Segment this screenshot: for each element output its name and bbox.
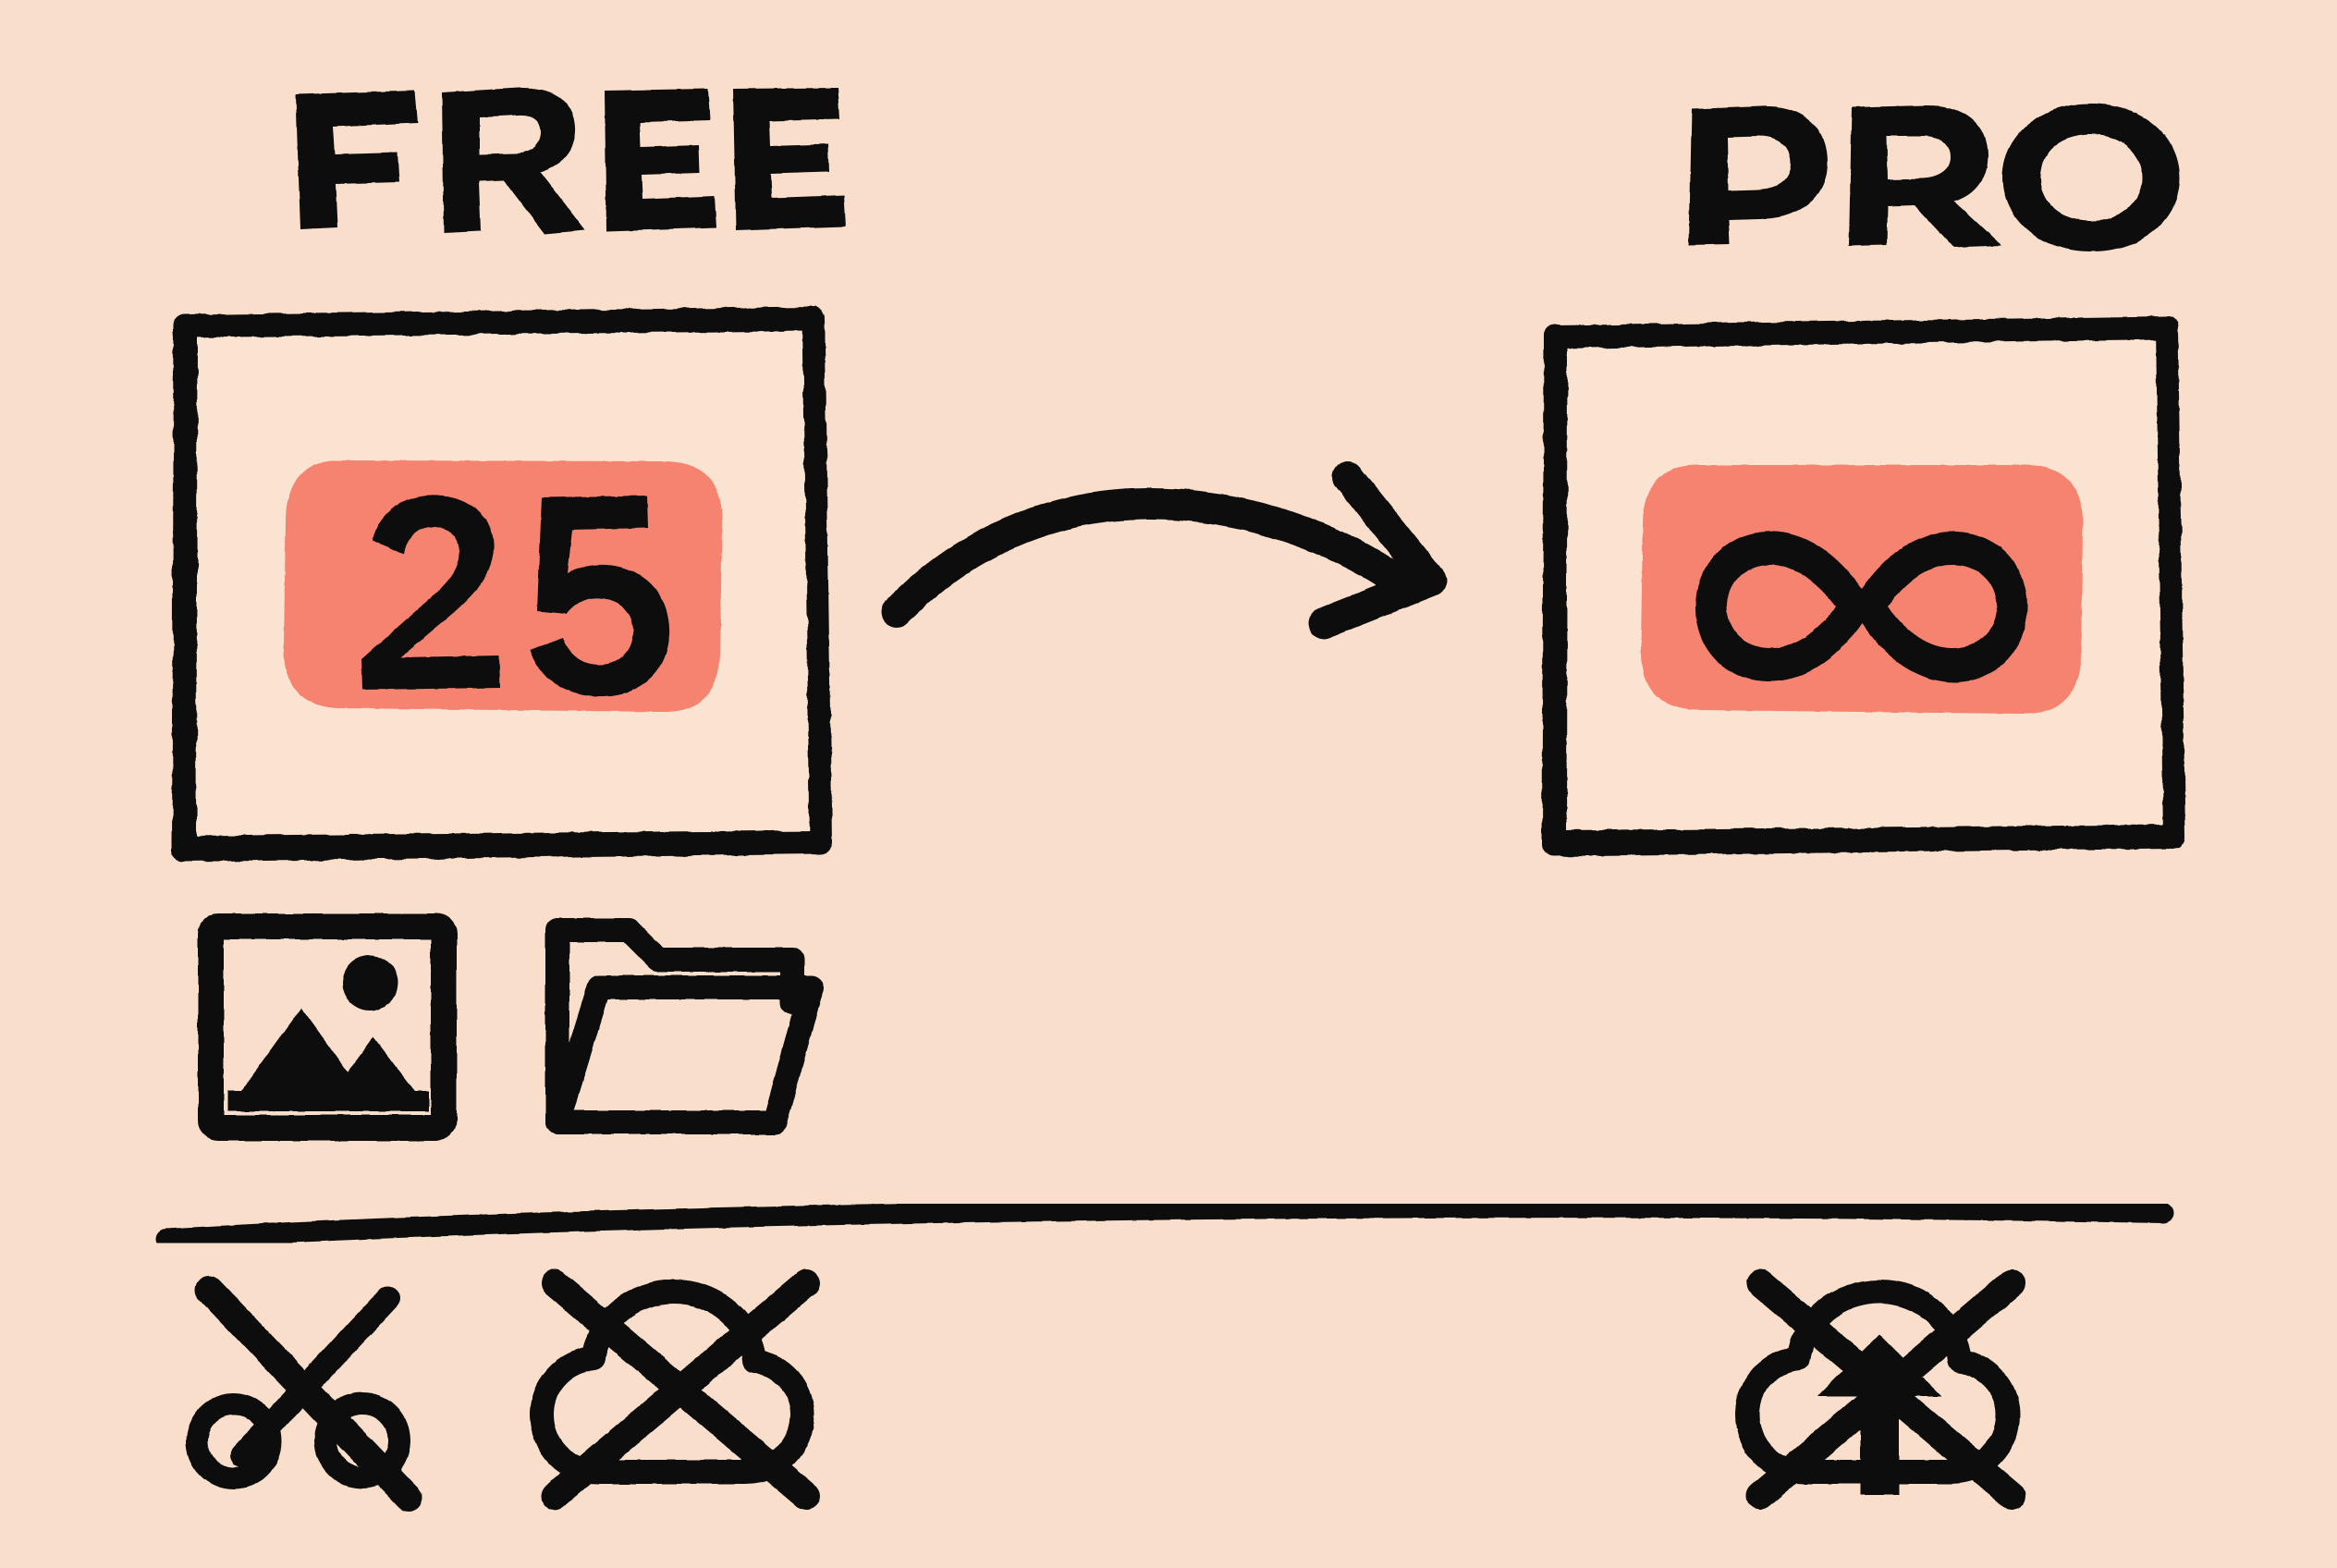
pro-card-border: [1542, 316, 2185, 856]
restricted-feature-cloud[interactable]: Cloud: [542, 1283, 819, 1505]
cloud-upload-crossed-out-icon[interactable]: [1735, 1269, 2025, 1510]
free-feature-image[interactable]: Image: [211, 926, 444, 1128]
upgrade-arrow-icon: [881, 461, 1447, 639]
upgrade-arrow-hotspot: curved-arrow-right: [887, 481, 1442, 638]
restricted-feature-cloud-upload[interactable]: Cloud Upload: [1747, 1283, 2025, 1505]
plan-label-free: [296, 87, 846, 234]
free-card-border: [172, 307, 832, 862]
folder-icon[interactable]: [545, 918, 824, 1134]
scissors-crossed-out-icon[interactable]: [186, 1276, 422, 1512]
plan-label-free-text: FREE: [287, 74, 860, 250]
free-quota-value: [361, 495, 670, 697]
pro-plan-card[interactable]: [1542, 316, 2185, 856]
section-divider: [156, 1197, 2173, 1249]
plan-label-pro: [1689, 104, 2180, 251]
cloud-crossed-out-icon[interactable]: [530, 1269, 820, 1510]
pro-quota-value: [1695, 531, 2027, 683]
section-divider-hotspot: section-divider: [166, 1197, 2163, 1253]
free-feature-folder[interactable]: Folder: [545, 925, 823, 1133]
free-quota-value-text: 25: [284, 459, 724, 714]
restricted-feature-scissors[interactable]: Scissors: [198, 1285, 420, 1507]
plan-label-pro-text: PRO: [1682, 92, 2200, 259]
free-plan-card[interactable]: [172, 307, 832, 862]
image-icon[interactable]: [198, 913, 457, 1141]
pro-quota-value-text: ∞: [1641, 464, 2085, 716]
